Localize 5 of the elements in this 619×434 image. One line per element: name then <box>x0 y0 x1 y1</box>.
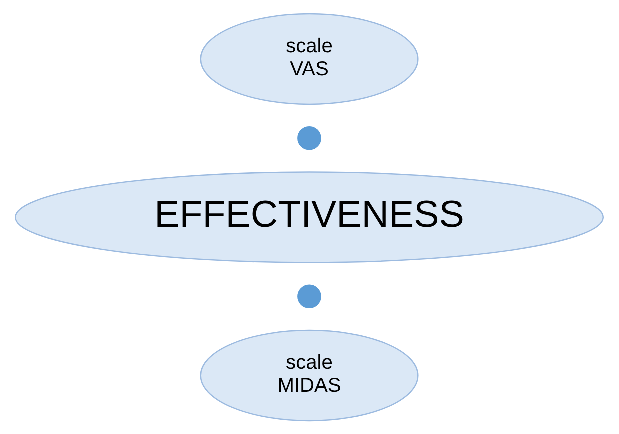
node-circle <box>298 126 322 150</box>
node-ellipse: EFFECTIVENESS <box>14 171 604 263</box>
node-circle <box>298 284 322 308</box>
node-ellipse: scale VAS <box>200 12 419 105</box>
node-ellipse: scale MIDAS <box>200 329 419 422</box>
